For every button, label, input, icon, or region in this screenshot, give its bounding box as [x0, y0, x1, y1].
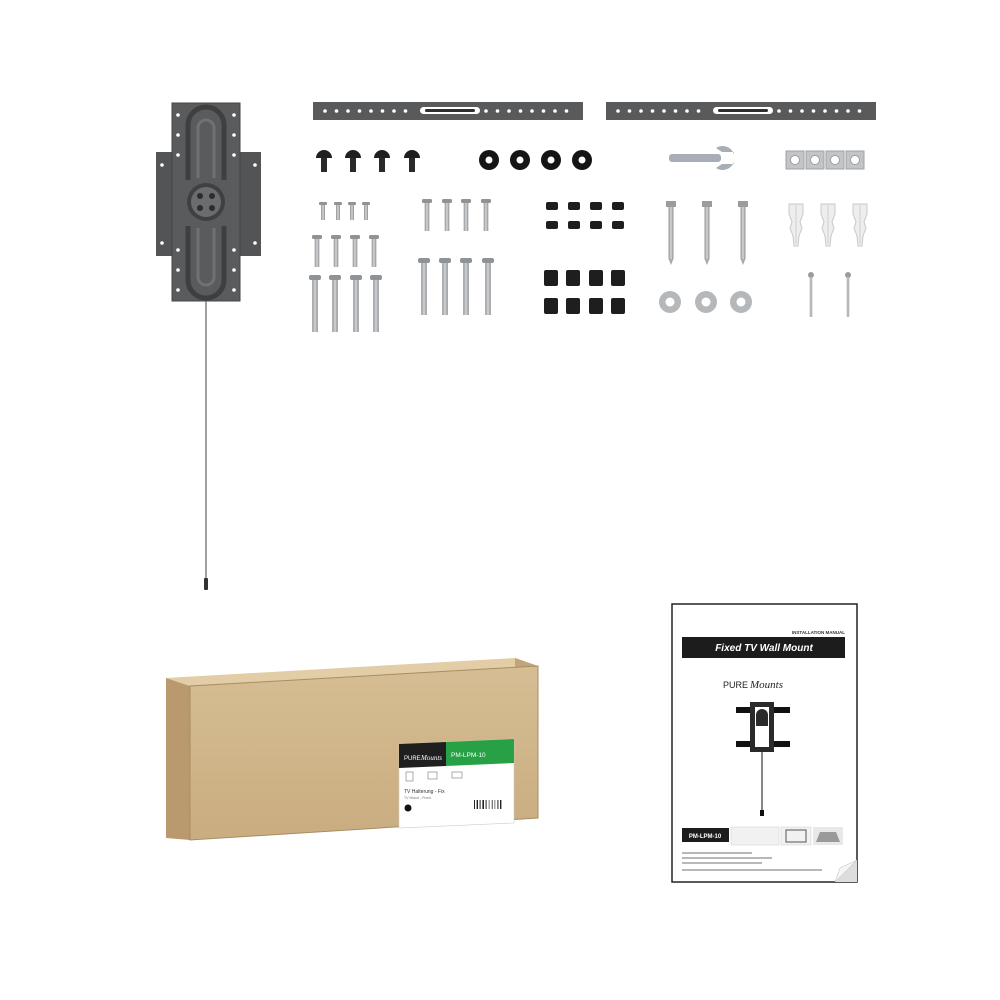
box-label: PURE Mounts PM-LPM-10 TV Halterung - Fix…: [398, 738, 515, 829]
lag-bolts: [666, 201, 748, 265]
barcode: [474, 800, 502, 809]
manual-mount-illustration: [736, 702, 790, 816]
steel-washers: [659, 291, 752, 313]
pull-cord: [204, 301, 208, 590]
wall-anchors: [788, 203, 868, 247]
manual-brand-mounts: Mounts: [749, 679, 783, 691]
manual-title: Fixed TV Wall Mount: [715, 643, 813, 654]
small-screws: [309, 202, 382, 332]
rail-holes: [323, 109, 862, 113]
manual-fine-print: [682, 852, 822, 871]
tv-rail-right: [606, 102, 876, 120]
black-spacers: [544, 202, 625, 314]
box-label-brand-mounts: Mounts: [420, 754, 442, 762]
box-label-product-sub: TV Mount - Fixed: [404, 796, 431, 800]
box-label-brand-pure: PURE: [404, 756, 421, 762]
wrench-icon: [669, 146, 737, 170]
hex-nuts: [785, 150, 865, 170]
tv-rail-left: [313, 102, 583, 120]
nails: [808, 272, 851, 317]
long-screws: [418, 199, 494, 315]
manual-model: PM-LPM-10: [689, 834, 722, 840]
installation-manual: INSTALLATION MANUAL Fixed TV Wall Mount …: [671, 603, 858, 883]
box-label-model: PM-LPM-10: [451, 752, 486, 759]
black-bolts: [316, 150, 420, 172]
wall-plate: [156, 102, 261, 302]
manual-brand-pure: PURE: [723, 680, 748, 690]
black-washers: [479, 150, 592, 170]
box-label-product: TV Halterung - Fix: [404, 789, 445, 795]
manual-header: INSTALLATION MANUAL: [792, 630, 845, 635]
